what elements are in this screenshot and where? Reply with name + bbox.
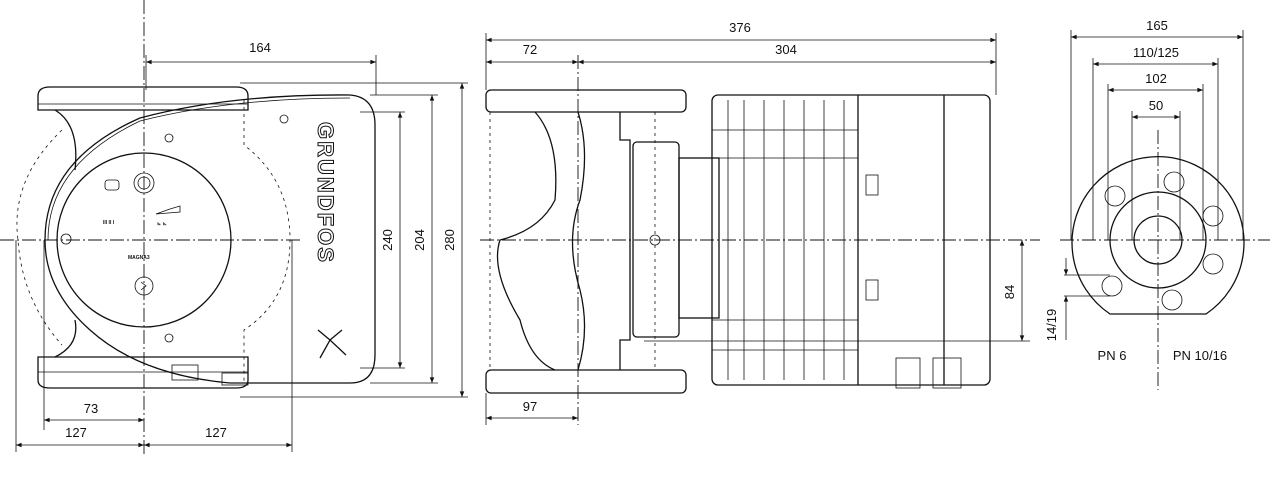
- power-led-ring: [133, 172, 155, 194]
- bottom-flange: [37, 356, 249, 389]
- screw-icon: [164, 133, 174, 143]
- dim-73: 73: [84, 401, 98, 416]
- screw-icon: [279, 114, 289, 124]
- ok-button-icon: [134, 276, 154, 296]
- bolt-hole: [1104, 185, 1126, 207]
- screw-icon: [60, 233, 72, 245]
- control-box-outline: [44, 94, 376, 384]
- dim-110-125: 110/125: [1133, 45, 1179, 60]
- dim-127-right: 127: [205, 425, 227, 440]
- grundfos-logo: GRUNDFOS: [313, 122, 338, 264]
- bolt-hole: [1163, 171, 1185, 193]
- dim-280: 280: [442, 229, 457, 251]
- top-flange: [37, 86, 249, 111]
- side-view: 376 72 304 97 84: [480, 20, 1040, 425]
- dim-14-19: 14/19: [1044, 309, 1059, 342]
- flange-raised-face: [1109, 191, 1207, 289]
- dim-164: 164: [249, 40, 271, 55]
- front-view: III II I ⊾ ⊾ MAGNA3 GRUNDFOS 164 240 204…: [0, 0, 468, 455]
- display-panel: [56, 152, 232, 328]
- dim-165: 165: [1146, 18, 1168, 33]
- bolt-hole: [1202, 205, 1224, 227]
- cable-entry: [171, 364, 199, 381]
- dim-84: 84: [1002, 285, 1017, 299]
- curve-indicator-icon: [155, 205, 181, 215]
- dim-102: 102: [1145, 71, 1167, 86]
- outlet-flange: [485, 369, 687, 394]
- pn-10-16-label: PN 10/16: [1173, 348, 1227, 363]
- dim-240: 240: [380, 229, 395, 251]
- screw-icon: [164, 333, 174, 343]
- dim-50: 50: [1149, 98, 1163, 113]
- motor-shaft-housing: [678, 157, 720, 319]
- flange-outline: [1071, 156, 1245, 315]
- dim-204: 204: [412, 229, 427, 251]
- dim-376: 376: [729, 20, 751, 35]
- grundfos-x-symbol: [317, 329, 347, 359]
- mode-symbols: ⊾ ⊾: [157, 221, 167, 227]
- cooling-fins: [712, 100, 858, 380]
- housing-neck: [54, 109, 77, 358]
- speed-mode-label: III II I: [103, 220, 115, 226]
- connector: [932, 357, 962, 389]
- dim-97: 97: [523, 399, 537, 414]
- status-indicator: [104, 179, 120, 191]
- pump-housing: [496, 111, 631, 371]
- pn-6-label: PN 6: [1098, 348, 1127, 363]
- hidden-housing: [16, 129, 63, 346]
- flange-bore: [1133, 215, 1183, 265]
- bolt-hole: [1101, 275, 1123, 297]
- dim-72: 72: [523, 42, 537, 57]
- cable-entry: [221, 372, 249, 386]
- coupling-ring: [632, 141, 680, 338]
- model-label: MAGNA3: [128, 255, 150, 261]
- bolt-hole: [1161, 289, 1183, 311]
- dim-304: 304: [775, 42, 797, 57]
- dim-127-left: 127: [65, 425, 87, 440]
- hidden-motor-edge: [243, 100, 291, 383]
- inlet-flange: [485, 89, 687, 113]
- motor-body: [711, 94, 991, 386]
- bolt-hole: [1202, 253, 1224, 275]
- flange-view: 165 110/125 102 50 14/19 PN 6 PN 10/16: [1044, 18, 1270, 390]
- connector: [895, 357, 921, 389]
